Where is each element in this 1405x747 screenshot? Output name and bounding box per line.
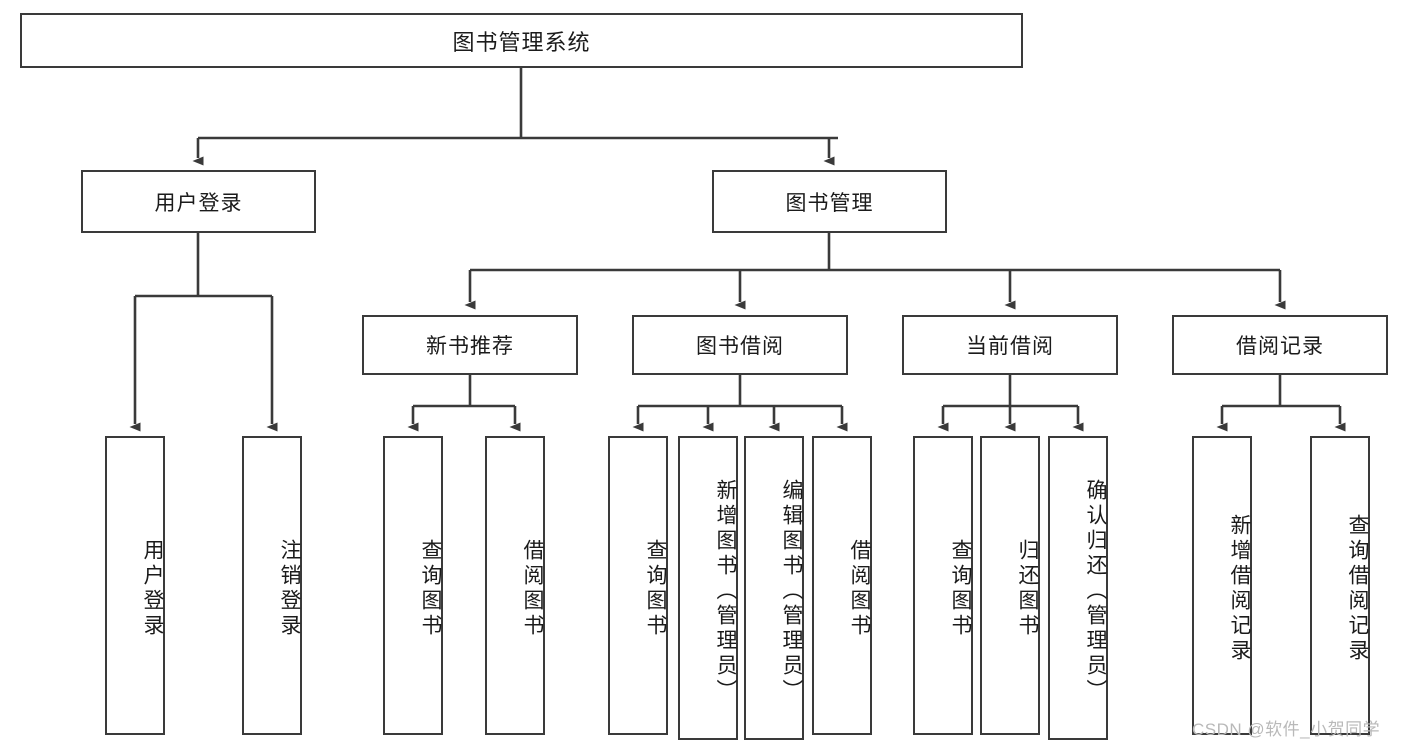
node-label: 用户登录	[141, 538, 164, 639]
node-borrow-record[interactable]: 借阅记录	[1172, 315, 1388, 375]
node-label: 归还图书	[1016, 538, 1039, 639]
node-root-system[interactable]: 图书管理系统	[20, 13, 1023, 68]
leaf-edit-book-admin[interactable]: 编辑图书（管理员）	[744, 436, 804, 740]
node-label: 确认归还（管理员）	[1084, 478, 1107, 704]
leaf-query-book-recommend[interactable]: 查询图书	[383, 436, 443, 735]
node-label: 借阅图书	[521, 538, 544, 639]
node-current-borrow[interactable]: 当前借阅	[902, 315, 1118, 375]
leaf-query-borrow-record[interactable]: 查询借阅记录	[1310, 436, 1370, 735]
node-label: 查询图书	[949, 538, 972, 639]
node-label: 借阅图书	[848, 538, 871, 639]
leaf-confirm-return-admin[interactable]: 确认归还（管理员）	[1048, 436, 1108, 740]
node-label: 图书管理系统	[452, 29, 591, 55]
leaf-borrow-book-recommend[interactable]: 借阅图书	[485, 436, 545, 735]
node-label: 查询图书	[419, 538, 442, 639]
node-label: 图书管理	[785, 191, 874, 215]
node-user-login[interactable]: 用户登录	[81, 170, 316, 233]
node-label: 查询借阅记录	[1346, 513, 1369, 664]
leaf-query-book-borrow[interactable]: 查询图书	[608, 436, 668, 735]
node-label: 借阅记录	[1236, 335, 1324, 358]
leaf-logout-login[interactable]: 注销登录	[242, 436, 302, 735]
node-label: 注销登录	[278, 538, 301, 639]
node-new-book-recommend[interactable]: 新书推荐	[362, 315, 578, 375]
node-label: 查询图书	[644, 538, 667, 639]
node-book-borrow[interactable]: 图书借阅	[632, 315, 848, 375]
watermark-csdn: CSDN @软件_小贺同学	[1192, 720, 1381, 739]
node-label: 当前借阅	[966, 335, 1054, 358]
leaf-add-book-admin[interactable]: 新增图书（管理员）	[678, 436, 738, 740]
node-label: 图书借阅	[696, 335, 784, 358]
node-label: 新增借阅记录	[1228, 513, 1251, 664]
node-label: 用户登录	[154, 191, 243, 215]
leaf-user-login[interactable]: 用户登录	[105, 436, 165, 735]
node-label: 编辑图书（管理员）	[780, 478, 803, 704]
node-book-management[interactable]: 图书管理	[712, 170, 947, 233]
leaf-borrow-book[interactable]: 借阅图书	[812, 436, 872, 735]
leaf-return-book[interactable]: 归还图书	[980, 436, 1040, 735]
leaf-query-book-current[interactable]: 查询图书	[913, 436, 973, 735]
leaf-add-borrow-record[interactable]: 新增借阅记录	[1192, 436, 1252, 735]
node-label: 新增图书（管理员）	[714, 478, 737, 704]
node-label: 新书推荐	[426, 335, 514, 358]
